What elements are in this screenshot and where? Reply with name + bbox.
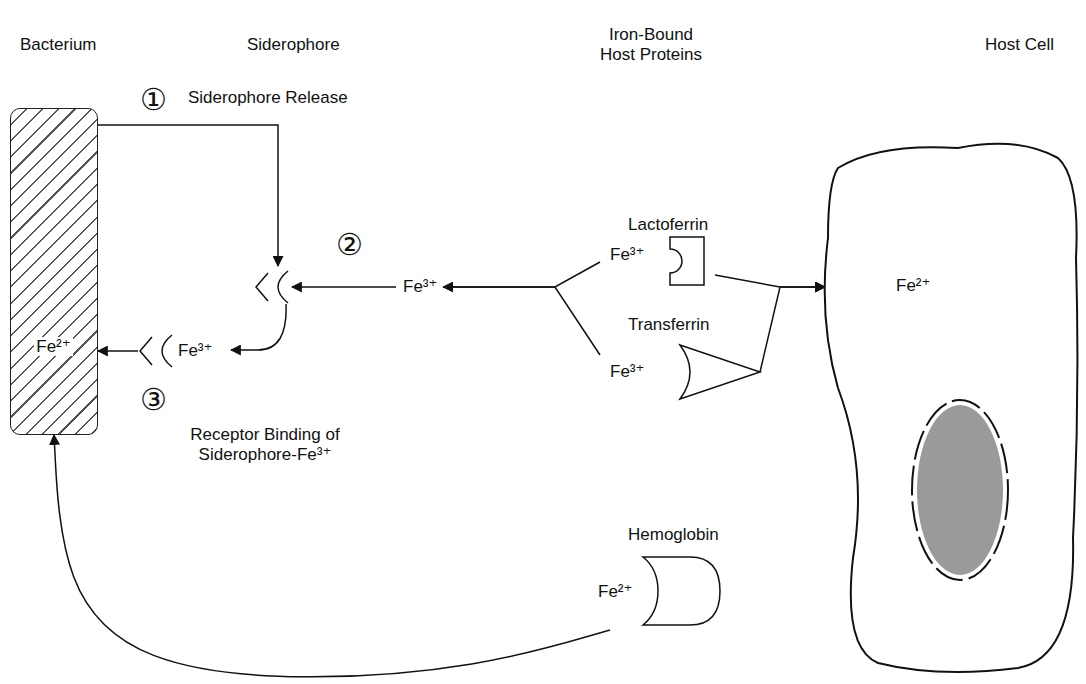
connector-arrow — [443, 287, 600, 355]
text-holder: Fe³⁺ — [400, 276, 440, 298]
text-holder: Hemoglobin — [628, 525, 719, 545]
column-heading: Bacterium — [20, 35, 97, 54]
transferrin-protein: TransferrinFe³⁺ — [600, 315, 765, 402]
text-holder: Fe²⁺ — [11, 337, 96, 357]
label-holder: Host Cell — [985, 35, 1054, 55]
connector-arrow — [760, 287, 825, 372]
iron-ion: Fe²⁺ — [896, 276, 930, 295]
protein-name: Transferrin — [628, 315, 710, 334]
text-holder: Fe³⁺ — [610, 362, 644, 382]
column-heading: Iron-Bound Host Proteins — [600, 25, 702, 64]
siderophore-symbol — [256, 271, 288, 303]
label-holder: Siderophore Release — [188, 88, 348, 108]
text-holder: Lactoferrin — [628, 215, 708, 235]
column-heading: Siderophore — [247, 35, 340, 54]
iron-ion: Fe³⁺ — [610, 245, 644, 264]
hemoglobin-protein: HemoglobinFe²⁺ — [598, 525, 723, 630]
free-iron: Fe³⁺ — [400, 276, 440, 298]
iron-ion: Fe³⁺ — [610, 362, 644, 381]
label-holder: ② — [336, 227, 363, 263]
callout-number: ③ — [140, 382, 167, 417]
callout-number: ① — [140, 82, 167, 117]
cell-membrane — [825, 144, 1078, 672]
node-outline — [818, 138, 1084, 678]
siderophore-arc — [162, 335, 172, 367]
hemoglobin-shape — [643, 557, 720, 625]
transferrin-shape — [680, 345, 760, 399]
lactoferrin-protein: LactoferrinFe³⁺ — [600, 215, 715, 290]
text-holder: Fe²⁺ — [896, 276, 930, 296]
label-holder: ③ — [140, 382, 167, 418]
siderophore-chevron — [140, 337, 152, 365]
siderophore-iron-complex: Fe³⁺ — [138, 334, 228, 368]
protein-name: Hemoglobin — [628, 525, 719, 544]
release-arrow — [98, 125, 278, 266]
text-holder: Fe³⁺ — [610, 245, 644, 265]
text-holder: Fe²⁺ — [598, 582, 632, 602]
label-holder: Iron-Bound Host Proteins — [595, 25, 707, 65]
text-holder: Fe³⁺ — [178, 341, 212, 361]
label-holder: Receptor Binding of Siderophore-Fe³⁺ — [185, 425, 345, 465]
callout-number: ② — [336, 227, 363, 262]
column-heading: Host Cell — [985, 35, 1054, 54]
iron-ion: Fe³⁺ — [178, 341, 212, 360]
nucleus-envelope — [912, 400, 1008, 580]
label-holder: Siderophore — [247, 35, 340, 55]
step-label: Receptor Binding of Siderophore-Fe³⁺ — [190, 425, 339, 464]
connector-arrow — [98, 350, 138, 352]
iron-ion: Fe²⁺ — [598, 582, 632, 601]
text-holder: Transferrin — [628, 315, 710, 335]
bacterium-cell: Fe²⁺ — [10, 108, 98, 435]
iron-ion: Fe²⁺ — [34, 337, 72, 356]
siderophore-chevron — [256, 273, 268, 301]
connector-arrow — [443, 262, 600, 287]
capture-arrow — [292, 286, 396, 288]
binding-arrow — [231, 304, 286, 350]
label-holder: Bacterium — [20, 35, 97, 55]
connector-arrow — [54, 435, 610, 677]
iron-ion: Fe³⁺ — [403, 277, 437, 296]
host-cell: Fe²⁺ — [818, 138, 1084, 678]
nucleus — [917, 405, 1003, 575]
step-label: Siderophore Release — [188, 88, 348, 107]
connector-arrow — [715, 275, 825, 287]
lactoferrin-shape — [670, 237, 704, 285]
siderophore-arc — [278, 271, 288, 303]
protein-name: Lactoferrin — [628, 215, 708, 234]
label-holder: ① — [140, 82, 167, 118]
